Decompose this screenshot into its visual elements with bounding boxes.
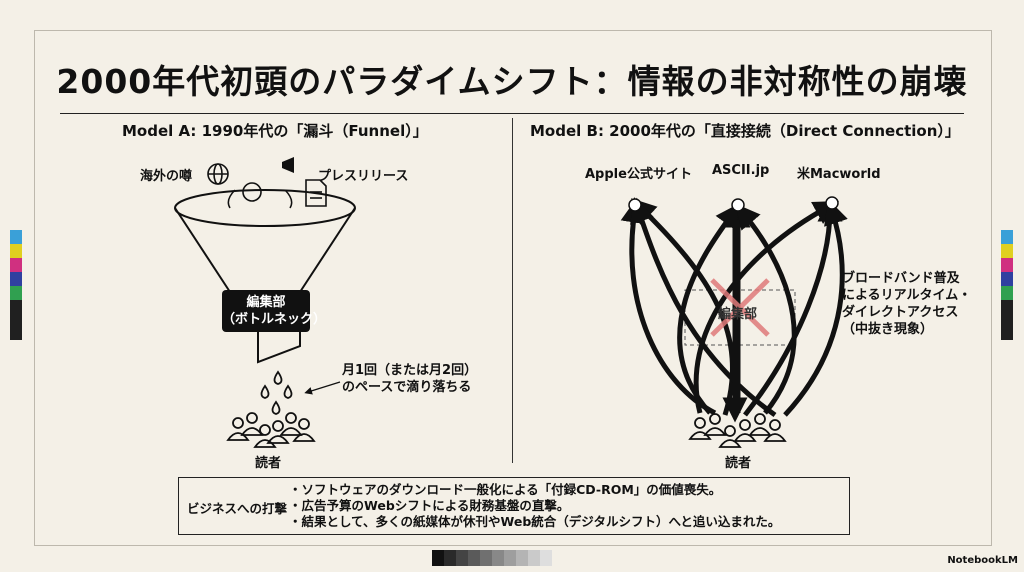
readers-label: 読者 — [255, 456, 282, 471]
source-rumor: 海外の噂 — [140, 169, 193, 184]
source-ascii: ASCII.jp — [712, 163, 770, 178]
megaphone-icon — [282, 157, 294, 173]
impact-item: ・広告予算のWebシフトによる財務基盤の直撃。 — [289, 498, 570, 513]
x-mark — [710, 278, 770, 337]
broadband-note: ブロードバンド普及によるリアルタイム・ダイレクトアクセス（中抜き現象） — [842, 271, 972, 337]
funnel-diagram — [174, 157, 356, 448]
color-bars-right — [1001, 230, 1013, 340]
source-node — [731, 198, 745, 212]
readers-label: 読者 — [725, 456, 752, 471]
people-icon — [688, 413, 787, 448]
editorial-label: 編集部 — [718, 307, 758, 322]
impact-item: ・結果として、多くの紙媒体が休刊やWeb統合（デジタルシフト）へと追い込まれた。 — [289, 514, 781, 529]
people-icon — [226, 412, 316, 448]
source-node — [825, 196, 839, 210]
slide-title: 2000年代初頭のパラダイムシフト：情報の非対称性の崩壊 — [56, 62, 968, 101]
grayscale-bar — [432, 550, 552, 566]
source-press: プレスリリース — [318, 169, 409, 184]
notebooklm-logo: NotebookLM — [947, 555, 1018, 566]
divider — [60, 113, 964, 114]
impact-item: ・ソフトウェアのダウンロード一般化による「付録CD-ROM」の価値喪失。 — [289, 482, 722, 497]
divider — [512, 118, 513, 463]
bottleneck-box — [222, 290, 310, 332]
impact-list: ・ソフトウェアのダウンロード一般化による「付録CD-ROM」の価値喪失。 ・広告… — [289, 482, 780, 530]
bottleneck-label: 編集部（ボトルネック） — [222, 295, 327, 327]
business-impact-box: ビジネスへの打撃 ・ソフトウェアのダウンロード一般化による「付録CD-ROM」の… — [178, 477, 850, 535]
globe-icon — [207, 163, 229, 185]
source-node — [628, 198, 642, 212]
model-a-heading: Model A: 1990年代の「漏斗（Funnel）」 — [122, 122, 428, 140]
direct-connection-diagram — [620, 196, 848, 448]
source-apple: Apple公式サイト — [585, 167, 692, 182]
model-b-heading: Model B: 2000年代の「直接接続（Direct Connection）… — [530, 122, 960, 140]
funnel — [174, 189, 356, 364]
slide-frame — [34, 30, 992, 546]
source-macworld: 米Macworld — [797, 167, 881, 182]
impact-label: ビジネスへの打撃 — [187, 501, 288, 516]
droplet-icon — [260, 370, 293, 415]
drip-note: 月1回（または月2回）のペースで滴り落ちる — [342, 363, 478, 395]
color-bars-left — [10, 230, 22, 340]
globe-icon — [242, 182, 262, 202]
